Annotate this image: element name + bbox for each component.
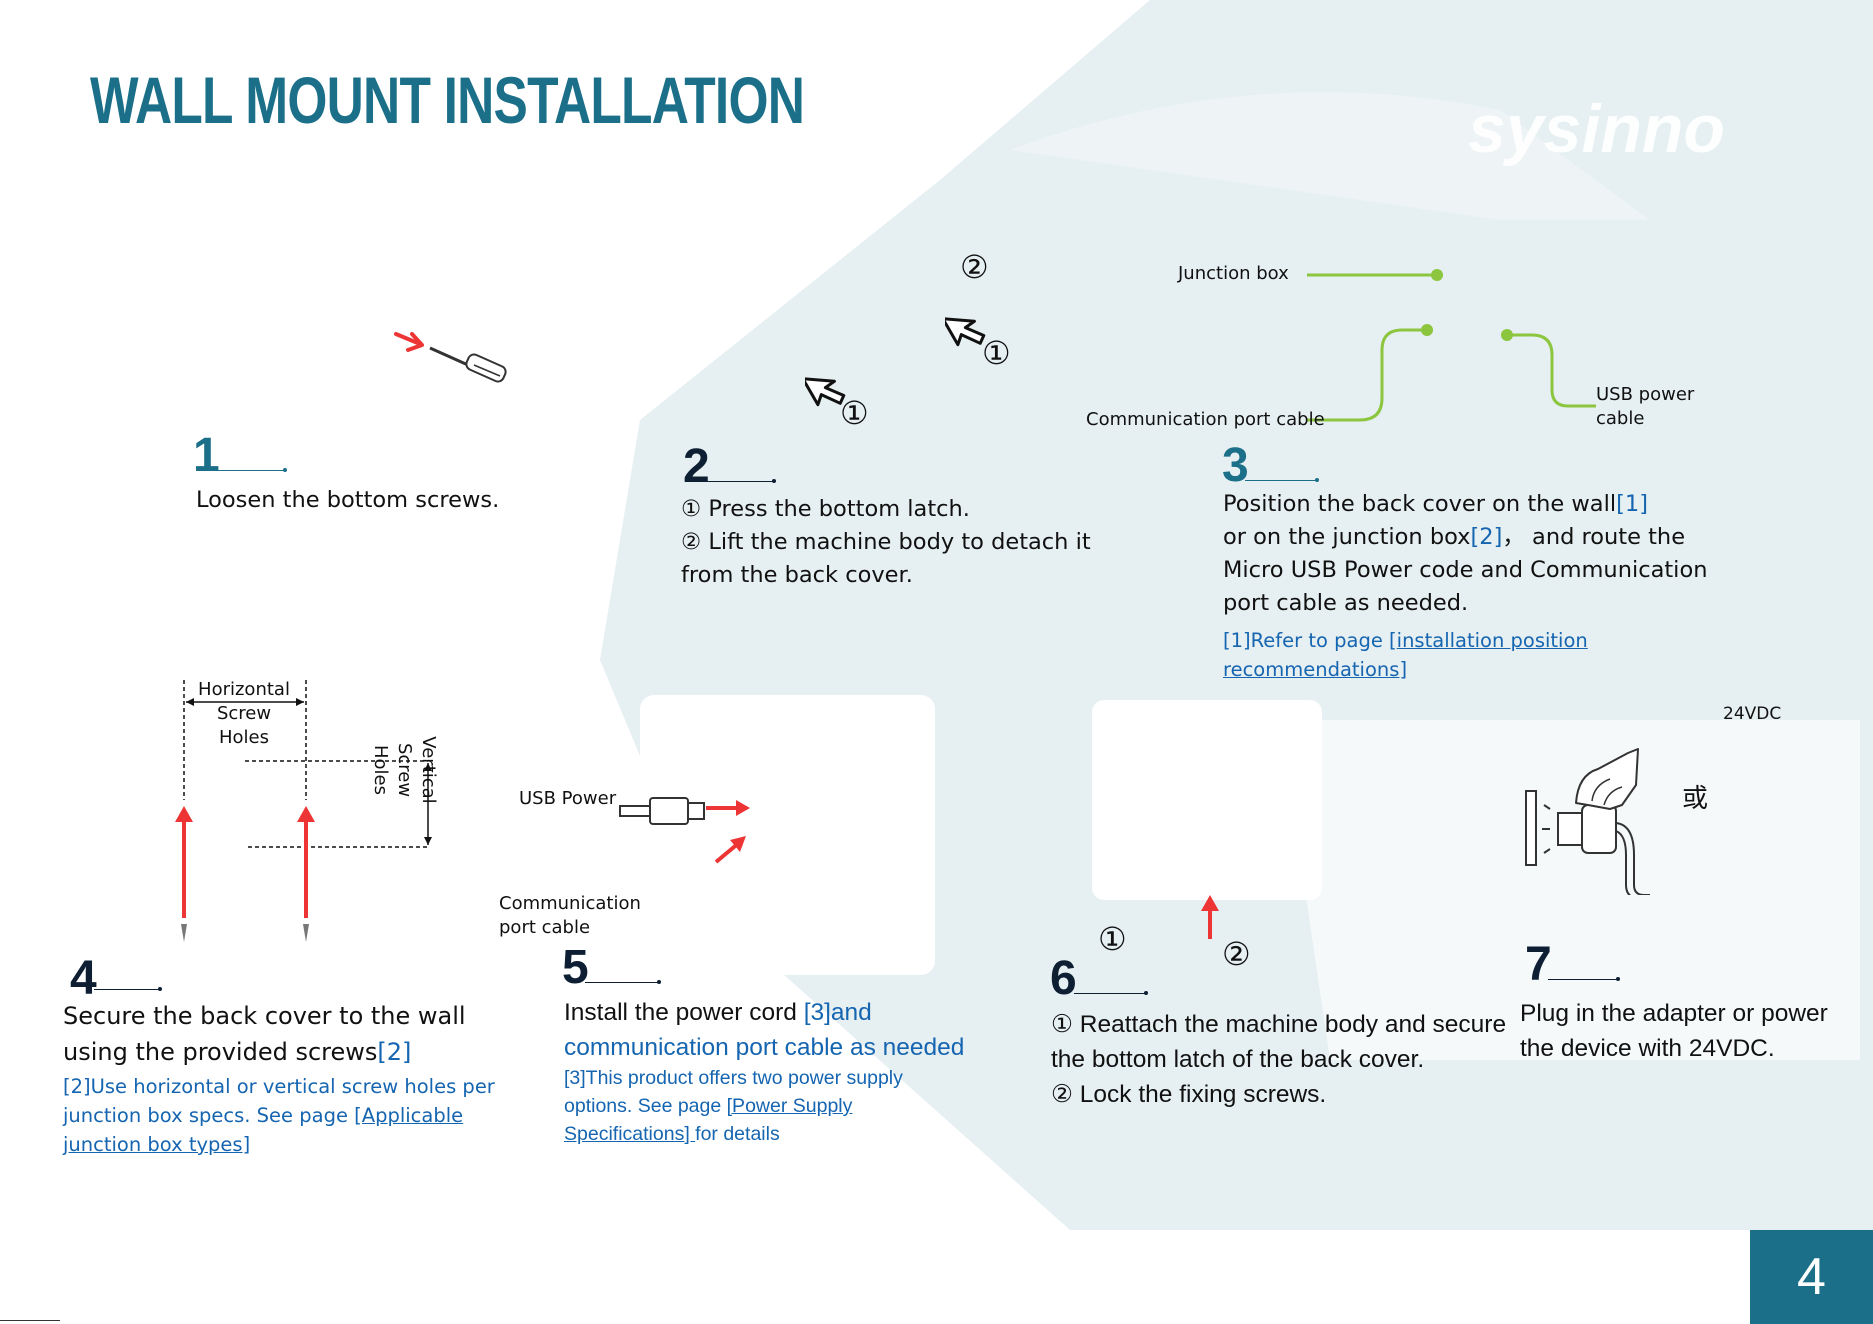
step-3-number: 3 — [1222, 439, 1249, 492]
step-1-text: Loosen the bottom screws. — [196, 487, 500, 513]
cable-diagram — [1307, 269, 1596, 422]
step-4-underline — [94, 987, 162, 991]
step-2-marker-2: ② — [960, 248, 989, 286]
step-1-number: 1 — [193, 429, 220, 482]
step-3-text: Position the back cover on the wall[1] o… — [1223, 491, 1708, 616]
ref-1[interactable]: [1] — [1616, 491, 1648, 517]
ref-3[interactable]: [3]and — [803, 999, 872, 1026]
voltage-label: 24VDC — [1723, 704, 1782, 724]
usb-power-cable-label: USB power cable — [1596, 384, 1695, 429]
usb-power-label: USB Power — [519, 788, 617, 809]
step-6-number: 6 — [1050, 952, 1077, 1005]
step-4-note: [2]Use horizontal or vertical screw hole… — [63, 1075, 495, 1156]
hand-plug-icon — [1525, 748, 1650, 895]
step-2-line-1: ① Press the bottom latch. — [681, 496, 970, 522]
step-5-note: [3]This product offers two power supply … — [564, 1067, 903, 1145]
step-6-underline — [1074, 991, 1148, 995]
screw-holes-diagram — [175, 680, 432, 942]
ref-2[interactable]: [2] — [377, 1038, 412, 1066]
step-6-text: ① Reattach the machine body and secure t… — [1051, 1011, 1507, 1108]
applicable-junction-box-link-2[interactable]: junction box types — [63, 1133, 243, 1156]
applicable-junction-box-link[interactable]: [Applicable — [354, 1104, 464, 1127]
step-3-underline — [1245, 478, 1319, 482]
communication-cable-label: Communication port cable — [1086, 409, 1325, 430]
step-7-underline — [1548, 977, 1620, 981]
step-4-text: Secure the back cover to the wall using … — [63, 1002, 466, 1066]
recommendations-link[interactable]: recommendations — [1223, 658, 1400, 681]
footer-line — [0, 1320, 60, 1321]
junction-box-label: Junction box — [1178, 263, 1289, 284]
page-number: 4 — [1750, 1230, 1873, 1324]
step-3-note: [1]Refer to page [installation position … — [1223, 629, 1588, 681]
power-supply-specs-link[interactable]: [Power Supply — [726, 1095, 853, 1117]
step-2-text: ① Press the bottom latch. ② Lift the mac… — [681, 493, 1091, 592]
step-1-underline — [215, 468, 287, 472]
ref-2[interactable]: [2] — [1470, 524, 1503, 550]
step-2-underline — [706, 479, 776, 483]
page-title: WALL MOUNT INSTALLATION — [90, 63, 805, 137]
horizontal-screw-holes-label: Horizontal Screw Holes — [198, 679, 290, 748]
step-5-number: 5 — [562, 941, 589, 994]
step-2-line-3: from the back cover. — [681, 562, 913, 588]
step-7-text: Plug in the adapter or power the device … — [1520, 1000, 1828, 1062]
step-5-text: Install the power cord [3]and communicat… — [564, 999, 965, 1061]
screwdriver-icon — [394, 332, 507, 383]
step-2-marker-1a: ① — [982, 334, 1011, 372]
step-6-marker-2: ② — [1222, 935, 1251, 973]
step-2-line-2: ② Lift the machine body to detach it — [681, 529, 1091, 555]
power-supply-specs-link-2[interactable]: Specifications] — [564, 1123, 696, 1145]
communication-port-cable-label: Communication port cable — [499, 893, 641, 938]
step-2-marker-1b: ① — [840, 394, 869, 432]
step-2-number: 2 — [683, 440, 710, 493]
or-character: 或 — [1682, 784, 1709, 814]
step-5-underline — [585, 980, 661, 984]
step-7-number: 7 — [1525, 938, 1552, 991]
step-4-number: 4 — [70, 952, 97, 1005]
usb-plug-icon — [619, 797, 750, 864]
up-arrow-icon — [1201, 895, 1219, 939]
press-arrow-icon — [805, 377, 846, 407]
brand-watermark: sysinno — [1468, 91, 1725, 167]
press-arrow-icon — [945, 317, 986, 347]
step-6-marker-1: ① — [1098, 920, 1127, 958]
installation-position-link[interactable]: installation position — [1396, 629, 1588, 652]
